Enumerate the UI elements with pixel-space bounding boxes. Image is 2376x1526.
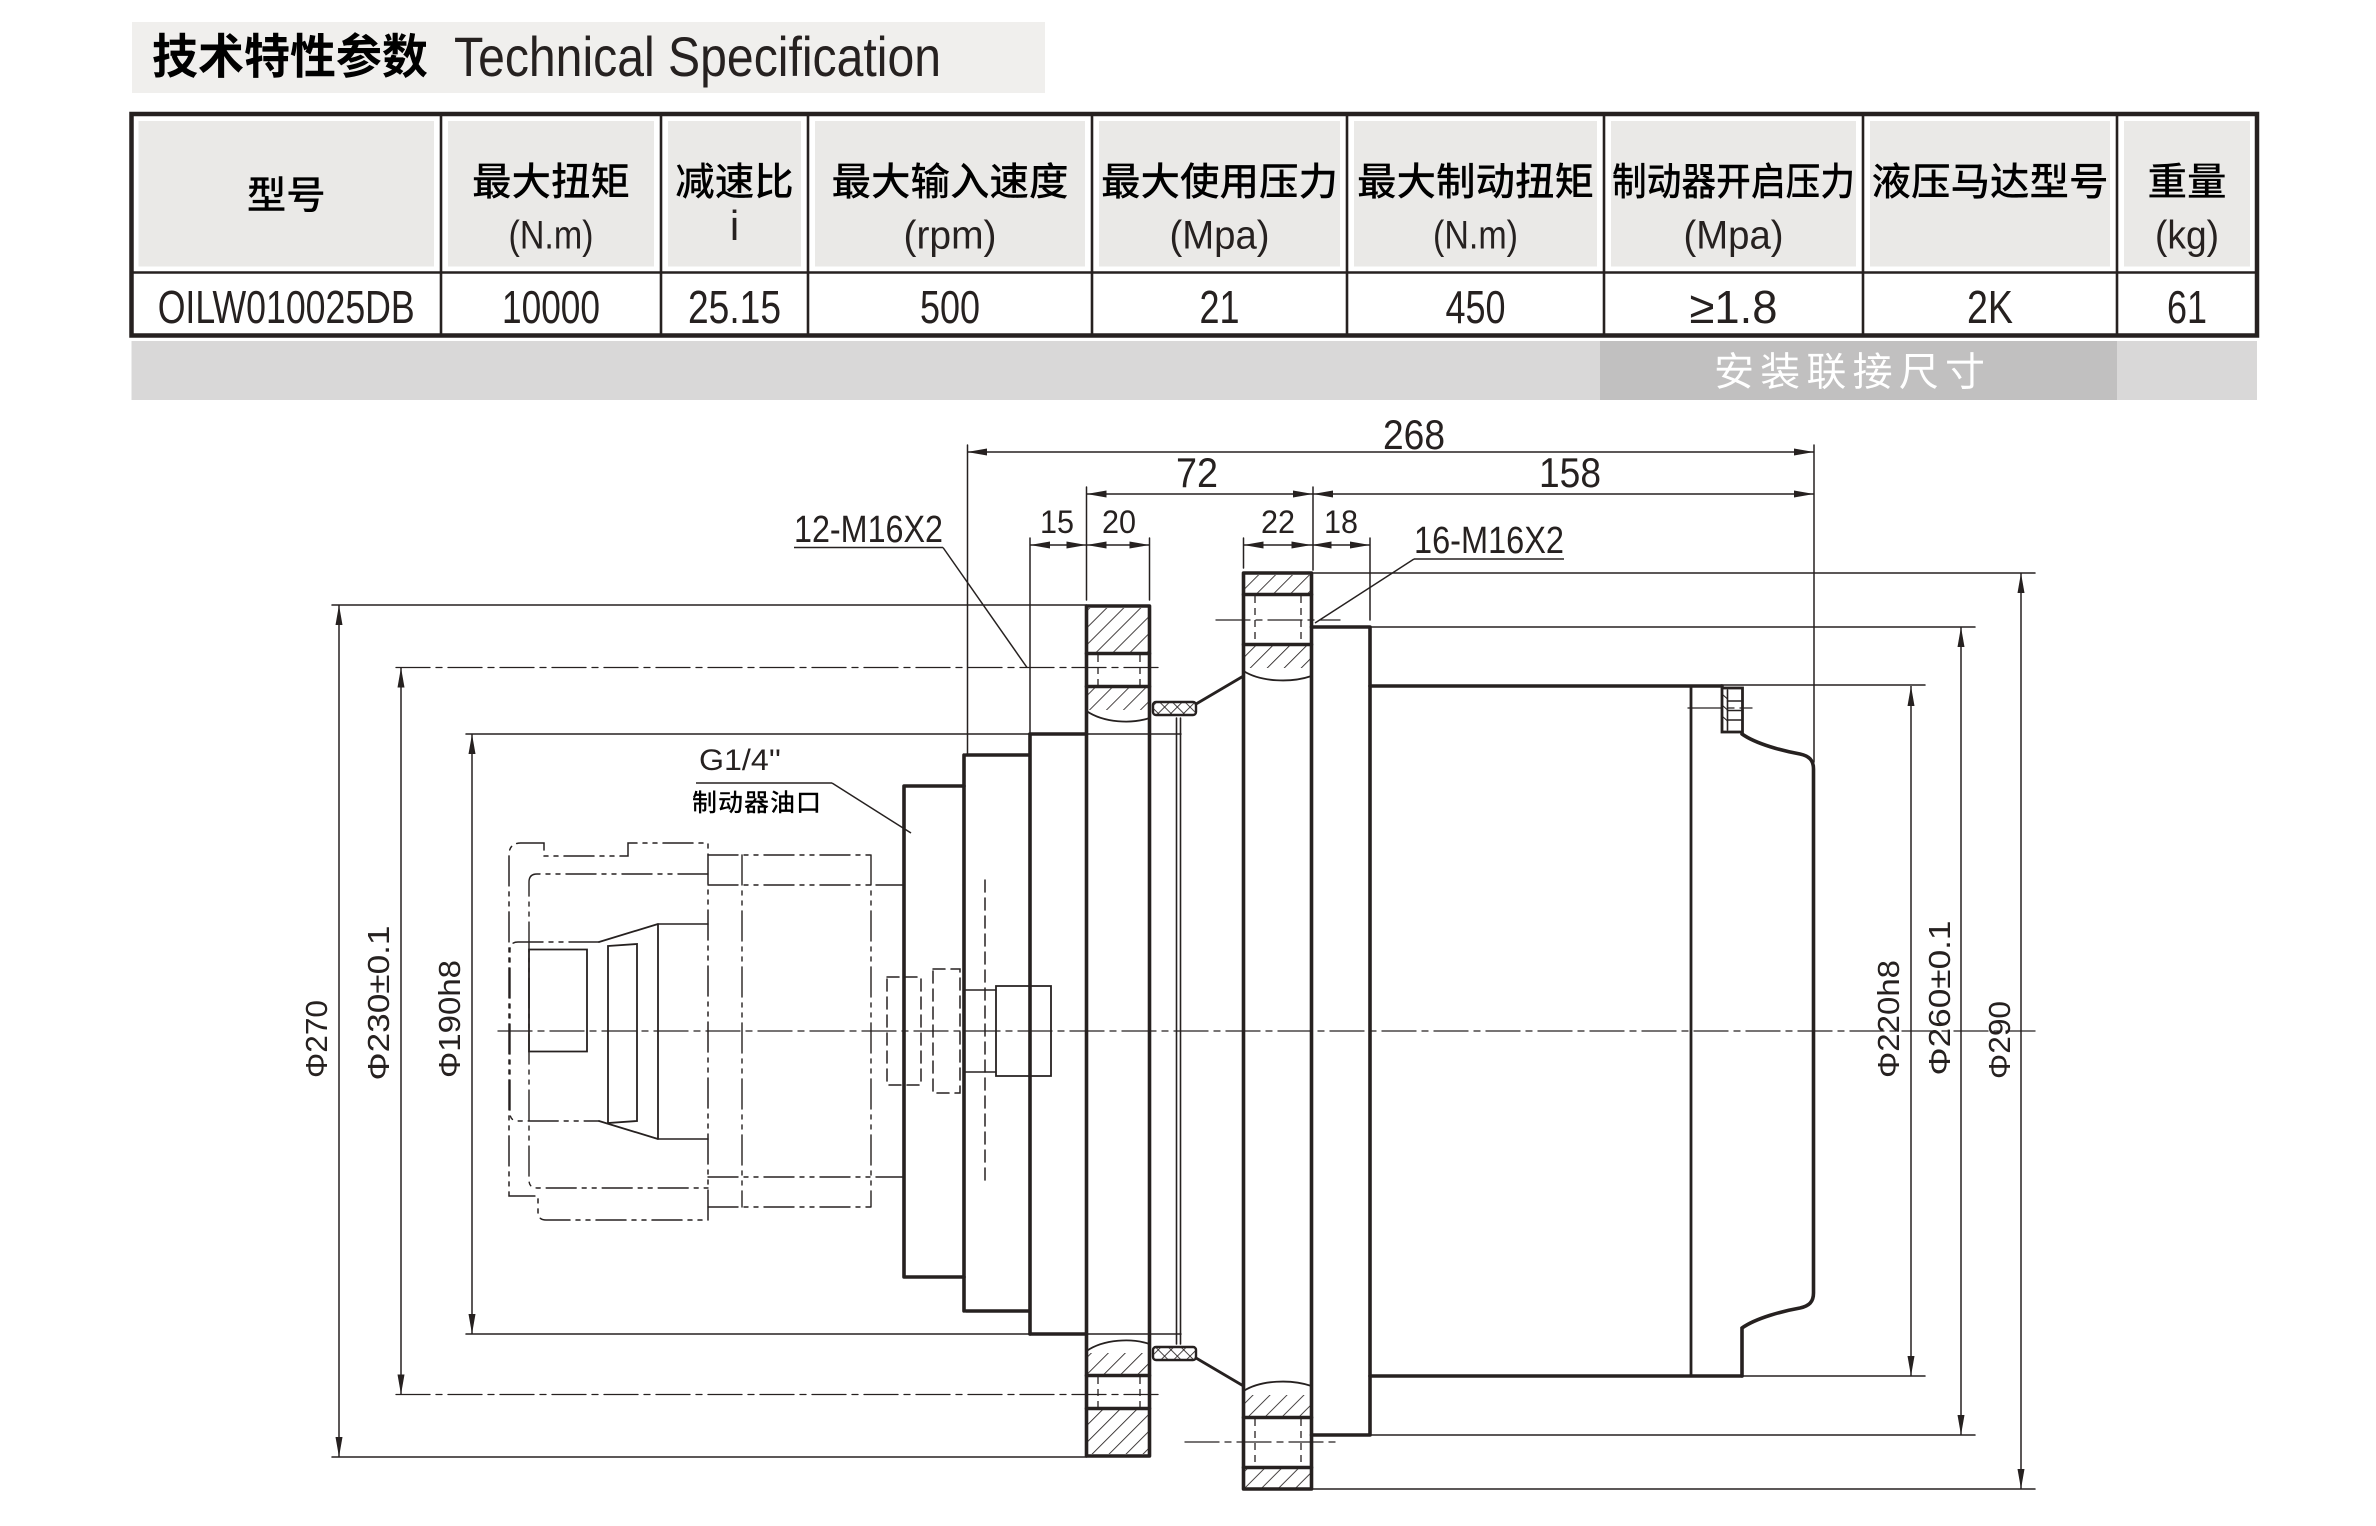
svg-text:21: 21 [1200,281,1240,333]
svg-text:(N.m): (N.m) [1433,214,1518,258]
svg-text:(Mpa): (Mpa) [1684,214,1784,258]
svg-text:(rpm): (rpm) [904,214,997,258]
svg-text:Φ270: Φ270 [299,1000,334,1078]
svg-text:72: 72 [1176,449,1218,496]
svg-text:20: 20 [1102,504,1136,540]
svg-text:i: i [730,202,739,249]
svg-text:61: 61 [2167,281,2207,333]
svg-text:15: 15 [1040,504,1074,540]
svg-text:268: 268 [1383,411,1445,458]
svg-text:G1/4'': G1/4'' [699,744,781,777]
svg-text:Φ260±0.1: Φ260±0.1 [1922,921,1957,1076]
svg-text:450: 450 [1446,281,1506,333]
svg-text:Φ190h8: Φ190h8 [432,960,467,1078]
svg-text:18: 18 [1324,504,1358,540]
svg-text:Φ230±0.1: Φ230±0.1 [361,926,396,1081]
svg-text:12-M16X2: 12-M16X2 [794,509,943,551]
svg-text:25.15: 25.15 [688,281,781,333]
svg-text:16-M16X2: 16-M16X2 [1414,520,1564,562]
svg-text:500: 500 [920,281,980,333]
svg-text:(Mpa): (Mpa) [1170,214,1270,258]
svg-text:10000: 10000 [502,281,600,333]
svg-text:2K: 2K [1967,281,2013,333]
svg-text:Technical Specification: Technical Specification [454,25,941,88]
svg-text:(N.m): (N.m) [509,214,594,258]
svg-text:OILW010025DB: OILW010025DB [158,281,415,333]
svg-text:22: 22 [1261,504,1295,540]
svg-text:Φ220h8: Φ220h8 [1871,960,1906,1078]
svg-text:≥1.8: ≥1.8 [1690,281,1778,333]
svg-text:Φ290: Φ290 [1982,1001,2017,1079]
svg-text:(kg): (kg) [2155,214,2219,258]
svg-text:158: 158 [1539,449,1601,496]
